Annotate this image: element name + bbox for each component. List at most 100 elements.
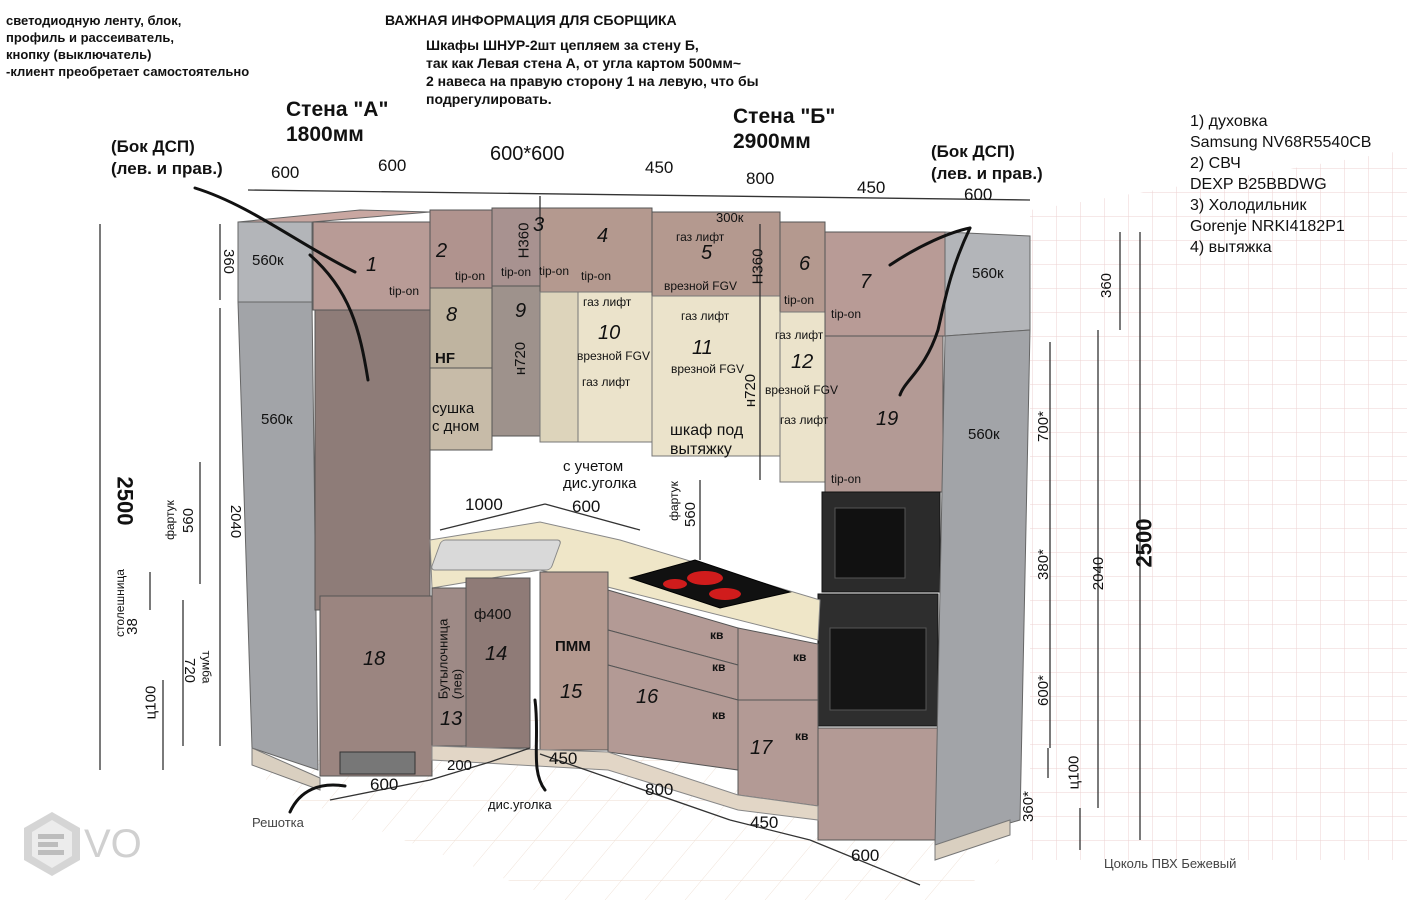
- cabinet-front-kv: [737, 627, 819, 701]
- dim-left-counter-val: 38: [123, 618, 141, 635]
- label-tipon: tip-on: [784, 293, 815, 307]
- label-tipon: tip-on: [831, 307, 862, 321]
- label-560k: 560к: [968, 426, 1000, 443]
- dim-right-360b: 360*: [1019, 791, 1037, 822]
- dim-bottom-450-b: 450: [750, 813, 779, 832]
- label-kv: кв: [712, 708, 726, 722]
- label-plinth: Цоколь ПВХ Бежевый: [1104, 856, 1237, 871]
- dim-top-corner: 600*600: [490, 143, 565, 165]
- right-side-panel: [934, 329, 1031, 846]
- cabinet-number: 1: [366, 254, 378, 276]
- cabinet-front-6: [779, 221, 826, 313]
- cabinet-number: 11: [692, 337, 713, 359]
- label-tipon: tip-on: [389, 284, 420, 298]
- dim-right-700: 700*: [1034, 411, 1052, 442]
- dim-bottom-corner: дис.уголка: [488, 797, 552, 812]
- left-plinth: [251, 747, 321, 791]
- dim-right-360: 360: [1098, 272, 1116, 299]
- cabinet-front-4: [539, 207, 653, 293]
- cabinet-number: 15: [560, 681, 583, 703]
- label-gas-lift: газ лифт: [681, 309, 730, 323]
- dim-counter-600: 600: [572, 497, 601, 516]
- cabinet-number: 2: [436, 240, 448, 262]
- marker-lines: [193, 186, 972, 814]
- dim-left-2040: 2040: [227, 504, 245, 539]
- dim-left-total: 2500: [112, 476, 138, 526]
- label-tipon: tip-on: [455, 269, 486, 283]
- cabinet-number: 3: [533, 214, 545, 236]
- microwave-window: [834, 507, 906, 579]
- cabinet-front-11: [651, 295, 781, 457]
- cabinet-front-10b: [539, 291, 579, 443]
- cabinet-front-2: [429, 209, 493, 289]
- dim-top-800: 800: [746, 169, 775, 188]
- label-fgv-handle: врезной FGV: [671, 362, 744, 376]
- evo-logo: VO: [20, 810, 160, 880]
- label-kv: кв: [793, 650, 807, 664]
- dim-upper-n360-b: Н360: [749, 248, 767, 285]
- label-hf: HF: [435, 350, 455, 367]
- label-gas-lift: газ лифт: [775, 328, 824, 342]
- label-tipon: tip-on: [831, 472, 862, 486]
- cabinet-number: 13: [440, 708, 463, 730]
- cabinet-front-18: [319, 595, 433, 777]
- dim-left-base-label: тумба: [199, 650, 214, 684]
- dim-upper-n360-a: Н360: [515, 222, 533, 259]
- cabinet-number: 14: [485, 643, 508, 665]
- right-plinth: [934, 819, 1011, 861]
- header-body: Шкафы ШНУР-2шт цепляем за стену Б, так к…: [426, 37, 759, 107]
- label-560k: 560к: [972, 265, 1004, 282]
- dim-top-450-b: 450: [857, 178, 886, 197]
- burner: [687, 571, 723, 585]
- label-dishwasher: ПММ: [555, 638, 591, 655]
- burner: [663, 579, 687, 589]
- wall-grid-right: [1030, 150, 1407, 860]
- dim-right-600: 600*: [1034, 675, 1052, 706]
- dim-bottom-600-b: 600: [851, 846, 880, 865]
- cabinet-number: 12: [791, 351, 814, 373]
- appliance-list: 1) духовка Samsung NV68R5540CB 2) СВЧ DE…: [1190, 113, 1372, 256]
- cabinet-front-8: [429, 287, 493, 369]
- dim-left-base-val: 720: [181, 657, 199, 684]
- label-bottle-cabinet: Бутылочница (лев): [435, 618, 465, 700]
- label-gas-lift: газ лифт: [780, 413, 829, 427]
- cabinet-number: 9: [515, 300, 527, 322]
- dim-right-2040: 2040: [1090, 556, 1108, 591]
- dim-upper-n720-b: н720: [742, 373, 760, 408]
- dim-right-total: 2500: [1131, 518, 1157, 568]
- diy-note: светодиодную ленту, блок, профиль и расс…: [6, 13, 250, 79]
- label-fgv-handle: врезной FGV: [577, 349, 650, 363]
- cabinet-number: 10: [598, 322, 621, 344]
- side-panel-note-right: (Бок ДСП) (лев. и прав.): [931, 142, 1043, 183]
- dim-apron-val-2: 560: [682, 501, 700, 528]
- label-560k: 560к: [252, 252, 284, 269]
- dim-right-380: 380*: [1034, 549, 1052, 580]
- dim-bottom-450-a: 450: [549, 749, 578, 768]
- right-side-panel-top: [944, 231, 1031, 337]
- wall-b-label: Стена "Б" 2900мм: [733, 105, 836, 153]
- dim-counter-1000: 1000: [465, 495, 503, 514]
- dim-left-apron-val: 560: [180, 507, 198, 534]
- sink: [431, 539, 561, 571]
- dim-left-apron-label: фартук: [162, 500, 177, 540]
- cabinet-front-15: [539, 571, 609, 751]
- oven-window: [829, 627, 927, 711]
- label-tipon: tip-on: [539, 264, 570, 278]
- cabinet-number: 6: [799, 253, 811, 275]
- dim-bottom-600-a: 600: [370, 775, 399, 794]
- cabinet-front-bottom-right: [817, 727, 939, 841]
- cabinet-front-7: [824, 231, 946, 337]
- label-fgv-handle: врезной FGV: [765, 383, 838, 397]
- header-title: ВАЖНАЯ ИНФОРМАЦИЯ ДЛЯ СБОРЩИКА: [385, 12, 677, 28]
- cabinet-front-hf: [429, 367, 493, 451]
- cabinet-number: 8: [446, 304, 458, 326]
- cabinet-number: 17: [750, 737, 773, 759]
- cabinet-number: 16: [636, 686, 659, 708]
- dim-bottom-800: 800: [645, 780, 674, 799]
- cabinet-front-left-tall: [314, 309, 431, 611]
- corner-note: с учетом дис.уголка: [563, 458, 637, 492]
- label-kv: кв: [710, 628, 724, 642]
- dim-left-plinth: ц100: [142, 685, 160, 720]
- cabinet-front-13: [431, 587, 467, 747]
